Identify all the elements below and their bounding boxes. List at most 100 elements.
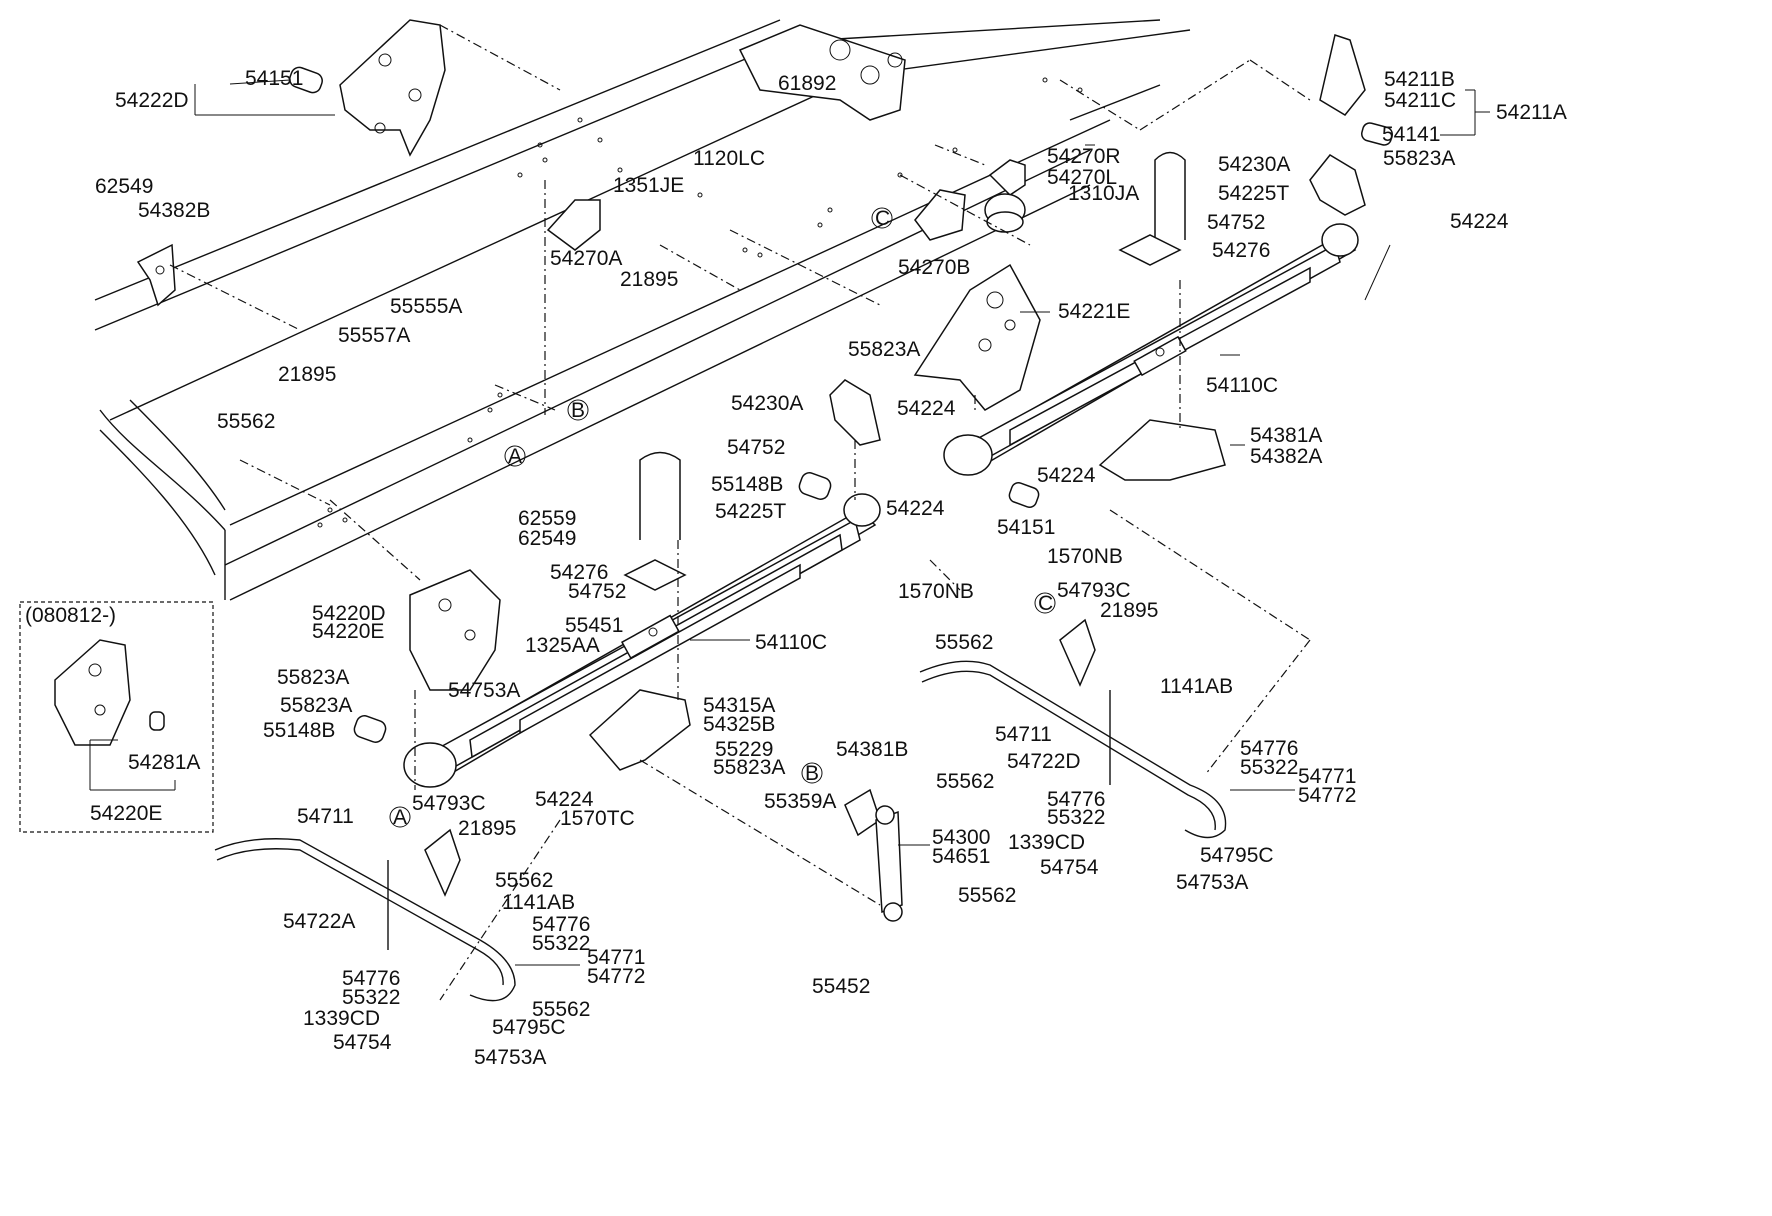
part-callout-55229[interactable]: 55229 [715,738,773,761]
part-callout-55322-c[interactable]: 55322 [1240,756,1298,779]
part-callout-1570nb-b[interactable]: 1570NB [898,580,974,603]
part-callout-54211a[interactable]: 54211A [1496,101,1567,124]
part-callout-54220d[interactable]: 54220D [312,602,386,625]
part-callout-54711-a[interactable]: 54711 [297,805,354,828]
part-callout-21895-a[interactable]: 21895 [278,363,336,386]
part-callout-54776-a[interactable]: 54776 [532,913,590,936]
part-callout-54776-c[interactable]: 54776 [1240,737,1298,760]
part-callout-54224-b[interactable]: 54224 [897,397,956,420]
part-callout-54753a-a[interactable]: 54753A [448,679,520,702]
part-callout-54754-b[interactable]: 54754 [1040,856,1099,879]
part-callout-55555a[interactable]: 55555A [390,295,462,318]
part-callout-55148b-b[interactable]: 55148B [263,719,335,742]
part-callout-54381a[interactable]: 54381A [1250,424,1322,447]
part-callout-54224-a[interactable]: 54224 [1450,210,1509,233]
part-callout-62549-a[interactable]: 62549 [95,175,153,198]
part-callout-1141ab-b[interactable]: 1141AB [1160,675,1233,698]
part-callout-1310ja[interactable]: 1310JA [1068,182,1139,205]
part-callout-54711-b[interactable]: 54711 [995,723,1052,746]
part-callout-54752-b[interactable]: 54752 [727,436,785,459]
part-callout-61892[interactable]: 61892 [778,72,836,95]
part-callout-54771-a[interactable]: 54771 [587,946,645,969]
part-callout-54776-d[interactable]: 54776 [1047,788,1105,811]
part-callout-55823a-b[interactable]: 55823A [848,338,920,361]
part-callout-54224-d[interactable]: 54224 [886,497,945,520]
part-callout-54793c-a[interactable]: 54793C [412,792,486,815]
part-callout-55322-a[interactable]: 55322 [532,932,590,955]
part-callout-54222d[interactable]: 54222D [115,89,189,112]
part-callout-54772-b[interactable]: 54772 [1298,784,1356,807]
part-callout-55562-b[interactable]: 55562 [495,869,553,892]
part-callout-54141[interactable]: 54141 [1382,123,1440,146]
part-callout-54754-a[interactable]: 54754 [333,1031,392,1054]
part-callout-62549-b[interactable]: 62549 [518,527,576,550]
part-callout-21895-b[interactable]: 21895 [620,268,678,291]
part-callout-54315a[interactable]: 54315A [703,694,775,717]
part-callout-54220e-b[interactable]: 54220E [90,802,162,825]
part-callout-1339cd-b[interactable]: 1339CD [1008,831,1085,854]
part-callout-1570nb-a[interactable]: 1570NB [1047,545,1123,568]
part-callout-55452[interactable]: 55452 [812,975,870,998]
part-callout-55823a-e[interactable]: 55823A [713,756,785,779]
part-callout-55451[interactable]: 55451 [565,614,623,637]
part-callout-54772-a[interactable]: 54772 [587,965,645,988]
part-callout-1325aa[interactable]: 1325AA [525,634,600,657]
part-callout-54270r[interactable]: 54270R [1047,145,1121,168]
part-callout-54230a-b[interactable]: 54230A [731,392,803,415]
part-callout-55557a[interactable]: 55557A [338,324,410,347]
part-callout-54722a[interactable]: 54722A [283,910,355,933]
part-callout-54651[interactable]: 54651 [932,845,990,868]
part-callout-54270a[interactable]: 54270A [550,247,622,270]
part-callout-55562-f[interactable]: 55562 [935,631,993,654]
part-callout-21895-d[interactable]: 21895 [1100,599,1158,622]
part-callout-54752-a[interactable]: 54752 [1207,211,1265,234]
part-callout-54276-a[interactable]: 54276 [1212,239,1270,262]
part-callout-55148b-a[interactable]: 55148B [711,473,783,496]
part-callout-55359a[interactable]: 55359A [764,790,836,813]
part-callout-55322-d[interactable]: 55322 [1047,806,1105,829]
part-callout-55823a-d[interactable]: 55823A [280,694,352,717]
part-callout-54211c[interactable]: 54211C [1384,89,1456,112]
part-callout-54151-top[interactable]: 54151 [245,67,303,90]
part-callout-54722d[interactable]: 54722D [1007,750,1081,773]
part-callout-55562-e[interactable]: 55562 [958,884,1016,907]
part-callout-54110c-b[interactable]: 54110C [755,631,827,654]
part-callout-54300[interactable]: 54300 [932,826,990,849]
part-callout-1339cd-a[interactable]: 1339CD [303,1007,380,1030]
part-callout-54224-c[interactable]: 54224 [1037,464,1096,487]
part-callout-54771-b[interactable]: 54771 [1298,765,1356,788]
part-callout-54382a[interactable]: 54382A [1250,445,1322,468]
part-callout-55562-a[interactable]: 55562 [217,410,275,433]
part-callout-54270l[interactable]: 54270L [1047,166,1117,189]
part-callout-54211b[interactable]: 54211B [1384,68,1455,91]
part-callout-54220e-a[interactable]: 54220E [312,620,384,643]
part-callout-55322-b[interactable]: 55322 [342,986,400,1009]
part-callout-54752-c[interactable]: 54752 [568,580,626,603]
part-callout-54382b[interactable]: 54382B [138,199,210,222]
part-callout-54793c-b[interactable]: 54793C [1057,579,1131,602]
part-callout-54325b[interactable]: 54325B [703,713,775,736]
part-callout-55823a-c[interactable]: 55823A [277,666,349,689]
part-callout-1141ab-a[interactable]: 1141AB [502,891,575,914]
part-callout-55823a-a[interactable]: 55823A [1383,147,1455,170]
part-callout-54270b[interactable]: 54270B [898,256,970,279]
part-callout-62559[interactable]: 62559 [518,507,576,530]
part-callout-54230a-a[interactable]: 54230A [1218,153,1290,176]
part-callout-54225t-b[interactable]: 54225T [715,500,786,523]
part-callout-1570tc[interactable]: 1570TC [560,807,635,830]
part-callout-54795c-b[interactable]: 54795C [1200,844,1274,867]
part-callout-1351je[interactable]: 1351JE [613,174,684,197]
part-callout-54110c-a[interactable]: 54110C [1206,374,1278,397]
part-callout-54224-e[interactable]: 54224 [535,788,594,811]
part-callout-54795c-a[interactable]: 54795C [492,1016,566,1039]
part-callout-55562-d[interactable]: 55562 [936,770,994,793]
part-callout-54276-b[interactable]: 54276 [550,561,608,584]
part-callout-54753a-c[interactable]: 54753A [1176,871,1248,894]
part-callout-54776-b[interactable]: 54776 [342,967,400,990]
part-callout-1120lc[interactable]: 1120LC [693,147,765,170]
part-callout-54225t-a[interactable]: 54225T [1218,182,1289,205]
part-callout-21895-c[interactable]: 21895 [458,817,516,840]
part-callout-54151-b[interactable]: 54151 [997,516,1055,539]
part-callout-54381b[interactable]: 54381B [836,738,908,761]
part-callout-54753a-b[interactable]: 54753A [474,1046,546,1069]
